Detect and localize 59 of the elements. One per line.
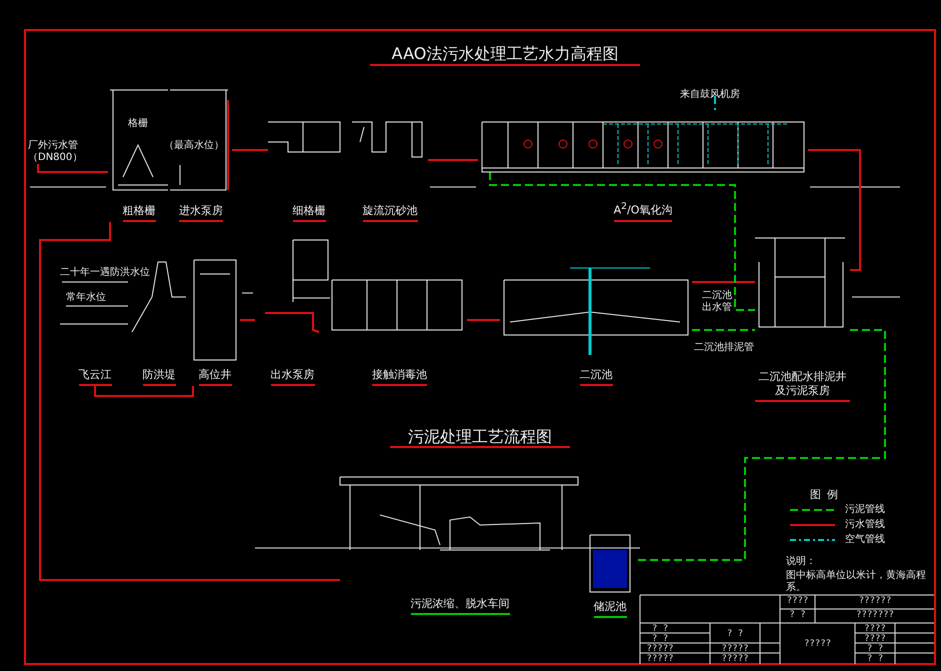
pipe-line [467, 319, 500, 321]
title-block-text: ? ? [726, 629, 744, 639]
structure-label: 飞云江 [78, 368, 112, 386]
structure-label: 二沉池 [580, 368, 612, 386]
source-label: 来自鼓风机房 [680, 89, 740, 101]
pipe-line [489, 172, 755, 311]
water-level-label: 二十年一遇防洪水位 [60, 267, 151, 279]
note-heading: 说明： [786, 556, 817, 568]
structure-label: 高位井 [198, 368, 232, 386]
diagram-title: AAO法污水处理工艺水力高程图 [370, 44, 640, 66]
structure-label: A$^{2}$/O氧化沟 [614, 200, 672, 222]
pipe-label: 二沉池排泥管 [694, 342, 755, 354]
structure-label: 污泥浓缩、脱水车间 [410, 597, 510, 615]
pipe-line [808, 149, 861, 271]
title-block-text: ? ? [650, 624, 670, 634]
title-block-text: ? ? [788, 610, 807, 620]
pipe-line [714, 96, 716, 110]
title-block-text: ?????? [858, 596, 892, 606]
legend-label: 空气管线 [845, 534, 885, 546]
title-block-text: ????? [802, 639, 832, 649]
legend-title: 图例 [810, 488, 845, 501]
title-block-text: ????? [645, 654, 675, 664]
title-block-text: ? ? [650, 634, 670, 644]
pipe-line [94, 386, 194, 397]
pipe-label: 厂外污水管（DN800） [28, 140, 84, 164]
structure-label: 二沉池配水排泥井及污泥泵房 [755, 370, 850, 402]
title-block-text: ???? [863, 624, 887, 634]
pipe-line [692, 281, 755, 283]
pipe-line [428, 159, 478, 161]
title-block-text: ???? [786, 596, 810, 606]
part-label: 格栅 [128, 118, 149, 130]
structure-label: 出水泵房 [270, 368, 314, 386]
legend-label: 污泥管线 [845, 504, 885, 516]
pipe-line [232, 149, 268, 151]
structure-label: 储泥池 [594, 600, 626, 618]
title-block-text: ????? [720, 654, 750, 664]
pipe-line [240, 319, 255, 321]
title-block-text: ????? [720, 644, 750, 654]
structure-label: 旋流沉砂池 [362, 204, 418, 222]
section-title: 污泥处理工艺流程图 [390, 428, 570, 448]
title-block-text: ? ? [866, 654, 884, 664]
pipe-line [635, 329, 886, 561]
legend-label: 污水管线 [845, 519, 885, 531]
structure-label: 进水泵房 [179, 204, 223, 222]
pipe-line [692, 329, 755, 331]
pipe-line [39, 222, 340, 581]
structure-label: 粗格栅 [122, 204, 156, 222]
water-level-label: 常年水位 [66, 292, 107, 304]
structure-label: 细格栅 [292, 204, 326, 222]
pipe-line [37, 164, 108, 173]
water-level-label: （最高水位） [164, 140, 225, 152]
title-block-text: ????? [645, 644, 675, 654]
title-block-text: ??????? [855, 610, 895, 620]
note-text: 图中标高单位以米计，黄海高程系。 [786, 570, 927, 594]
title-block-text: ? ? [866, 644, 884, 654]
pipe-label: 二沉池出水管 [702, 290, 733, 314]
structure-label: 防洪堤 [142, 368, 176, 386]
structure-label: 接触消毒池 [372, 368, 427, 386]
title-block-text: ???? [863, 634, 887, 644]
